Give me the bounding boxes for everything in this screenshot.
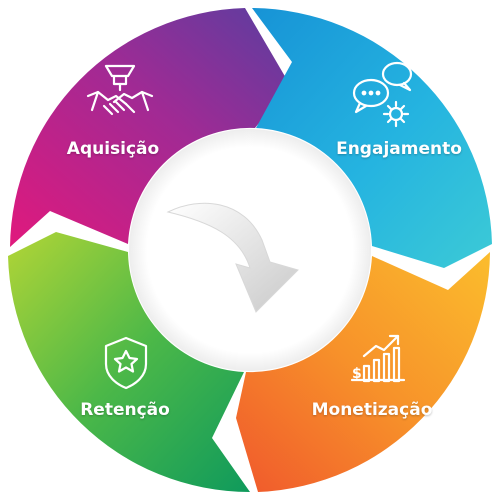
curved-arrow-icon	[166, 202, 299, 313]
label-engajamento: Engajamento	[336, 139, 462, 159]
label-retencao: Retenção	[80, 400, 170, 420]
label-aquisicao: Aquisição	[66, 139, 160, 159]
shield-star-icon	[104, 336, 148, 390]
chat-gear-icon	[352, 61, 413, 128]
svg-text:$: $	[352, 366, 362, 382]
segment-engajamento	[252, 8, 492, 268]
segment-aquisicao	[10, 8, 290, 247]
segment-retencao	[8, 232, 250, 492]
handshake-funnel-icon	[86, 64, 154, 116]
growth-chart-dollar-icon: $	[350, 334, 406, 383]
label-monetizacao: Monetização	[311, 400, 433, 420]
